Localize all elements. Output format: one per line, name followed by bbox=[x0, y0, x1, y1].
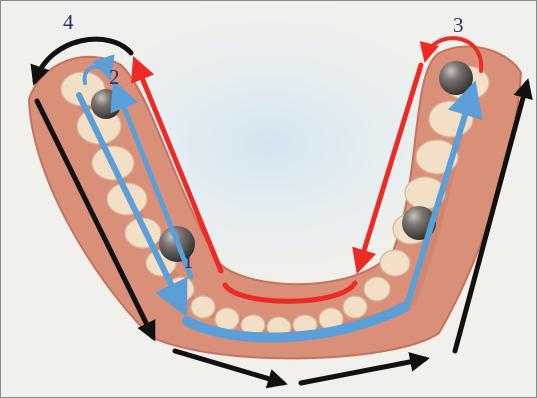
reference-sphere-icon bbox=[439, 61, 473, 95]
black-arrow-bottom-right bbox=[301, 359, 425, 383]
step-label-3: 3 bbox=[453, 15, 464, 36]
step-label-4: 4 bbox=[63, 12, 74, 33]
step-label-2: 2 bbox=[109, 67, 120, 88]
step-label-1: 1 bbox=[183, 251, 194, 272]
